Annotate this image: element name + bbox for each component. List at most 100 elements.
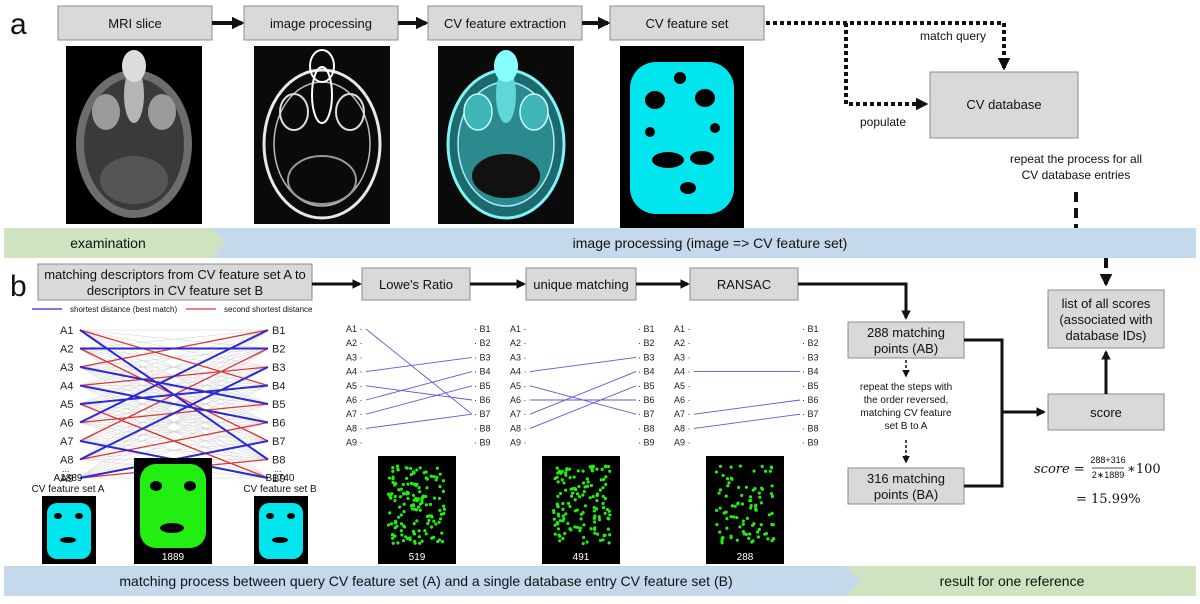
- keypoint-dot: [576, 469, 580, 473]
- keypoint-dot: [420, 539, 424, 543]
- left-ellipsis: ...: [62, 464, 70, 474]
- keypoint-dot: [601, 506, 606, 510]
- keypoint-dot: [557, 514, 561, 518]
- keypoint-dot: [741, 530, 745, 534]
- keypoint-dot: [607, 541, 611, 545]
- keypoint-dot: [402, 510, 406, 514]
- match-line: [529, 356, 637, 373]
- count-491: 491: [573, 552, 590, 563]
- count-288: 288: [737, 552, 754, 563]
- keypoint-dot: [388, 494, 392, 498]
- keypoint-dot: [437, 520, 441, 524]
- keypoint-dot: [564, 512, 568, 516]
- keypoint-dot: [553, 476, 557, 481]
- band-b-right-label: result for one reference: [940, 573, 1085, 589]
- keypoint-dot: [562, 481, 566, 485]
- keypoint-dot: [418, 490, 422, 494]
- keypoint-dot: [748, 498, 753, 503]
- keypoint-dot: [440, 540, 445, 544]
- keypoint-dot: [424, 494, 428, 499]
- step-lowes-ratio: Lowe's Ratio: [361, 267, 471, 301]
- keypoint-dot: [589, 483, 594, 488]
- keypoint-dot: [600, 467, 604, 471]
- keypoint-dot: [426, 521, 430, 526]
- keypoint-dot: [729, 465, 733, 469]
- keypoint-dot: [394, 519, 398, 523]
- keypoint-dot: [592, 520, 597, 524]
- keypoint-dot: [399, 529, 403, 533]
- keypoint-dot: [411, 471, 416, 475]
- keypoint-dot: [725, 526, 729, 530]
- keypoint-dot: [602, 534, 606, 538]
- set-b-name: CV feature set B: [243, 484, 317, 495]
- keypoint-dot: [585, 484, 590, 488]
- keypoint-dot: [717, 491, 721, 495]
- match-line: [365, 413, 473, 429]
- keypoint-dot: [427, 518, 431, 523]
- keypoint-dot: [604, 482, 608, 486]
- keypoint-dot: [763, 469, 768, 473]
- keypoint-dot: [412, 531, 416, 535]
- keypoint-dot: [603, 496, 607, 501]
- keypoint-dot: [736, 502, 740, 506]
- ab-box-line1: 288 matching: [867, 325, 945, 340]
- keypoint-dot: [396, 541, 400, 545]
- step-unique-matching: unique matching: [525, 267, 637, 301]
- ba-matching-box: 316 matching points (BA): [847, 467, 965, 505]
- band-b-left-label: matching process between query CV featur…: [119, 573, 732, 589]
- keypoint-dot: [718, 464, 723, 468]
- keypoint-dot: [595, 498, 599, 503]
- keypoint-dot: [749, 503, 753, 508]
- keypoint-dot: [432, 475, 436, 479]
- match-unique-right-label: · B9: [638, 438, 655, 448]
- keypoint-dot: [581, 469, 585, 473]
- match-ransac-right-label: · B2: [802, 338, 819, 348]
- best-match-line: [79, 366, 269, 461]
- keypoint-dot: [772, 537, 776, 541]
- match-line: [365, 371, 473, 401]
- keypoint-dot: [388, 511, 392, 515]
- keypoint-dot: [572, 475, 576, 479]
- candidate-line: [79, 366, 269, 479]
- keypoint-dot: [604, 464, 608, 468]
- mri-slice-image: [66, 46, 202, 224]
- keypoint-dot: [758, 495, 762, 499]
- matching-box-line1: matching descriptors from CV feature set…: [44, 267, 306, 282]
- step-unique-matching-label: unique matching: [533, 277, 628, 292]
- keypoint-dot: [438, 508, 442, 512]
- candidate-line: [79, 422, 269, 479]
- legend-second-label: second shortest distance: [224, 305, 313, 314]
- keypoint-dot: [441, 489, 446, 493]
- keypoint-dot: [718, 506, 722, 510]
- match-line: [693, 413, 801, 429]
- match-ransac-right-label: · B5: [802, 381, 819, 391]
- keypoint-dot: [598, 538, 603, 543]
- second-match-line: [79, 329, 269, 387]
- ba-box-line1: 316 matching: [867, 471, 945, 486]
- match-lowe-left-label: A1 ·: [346, 324, 363, 334]
- match-unique-right-label: · B5: [638, 381, 655, 391]
- keypoint-dot: [415, 499, 419, 503]
- keypoint-dot: [559, 471, 563, 475]
- keypoint-dot: [435, 475, 439, 479]
- keypoint-dot: [577, 485, 581, 489]
- keypoint-dot: [398, 495, 403, 499]
- keypoint-dot: [552, 509, 556, 513]
- match-unique-right-label: · B1: [638, 324, 655, 334]
- keypoint-dot: [387, 476, 392, 480]
- keypoint-dot: [421, 494, 425, 498]
- keypoint-dot: [759, 501, 764, 505]
- full-left-label: A4: [60, 381, 73, 393]
- keypoint-dot: [760, 486, 764, 490]
- populate-label: populate: [860, 115, 906, 129]
- right-ellipsis: ...: [274, 464, 282, 474]
- keypoint-dot: [606, 527, 610, 531]
- keypoint-dot: [391, 469, 395, 473]
- match-lowe-left-label: A3 ·: [346, 352, 363, 362]
- match-ransac-left-label: A6 ·: [674, 395, 691, 405]
- keypoint-dot: [738, 464, 743, 468]
- keypoint-dot: [564, 488, 568, 492]
- match-line: [529, 371, 637, 415]
- keypoint-dot: [440, 531, 444, 535]
- keypoint-dot: [396, 467, 400, 471]
